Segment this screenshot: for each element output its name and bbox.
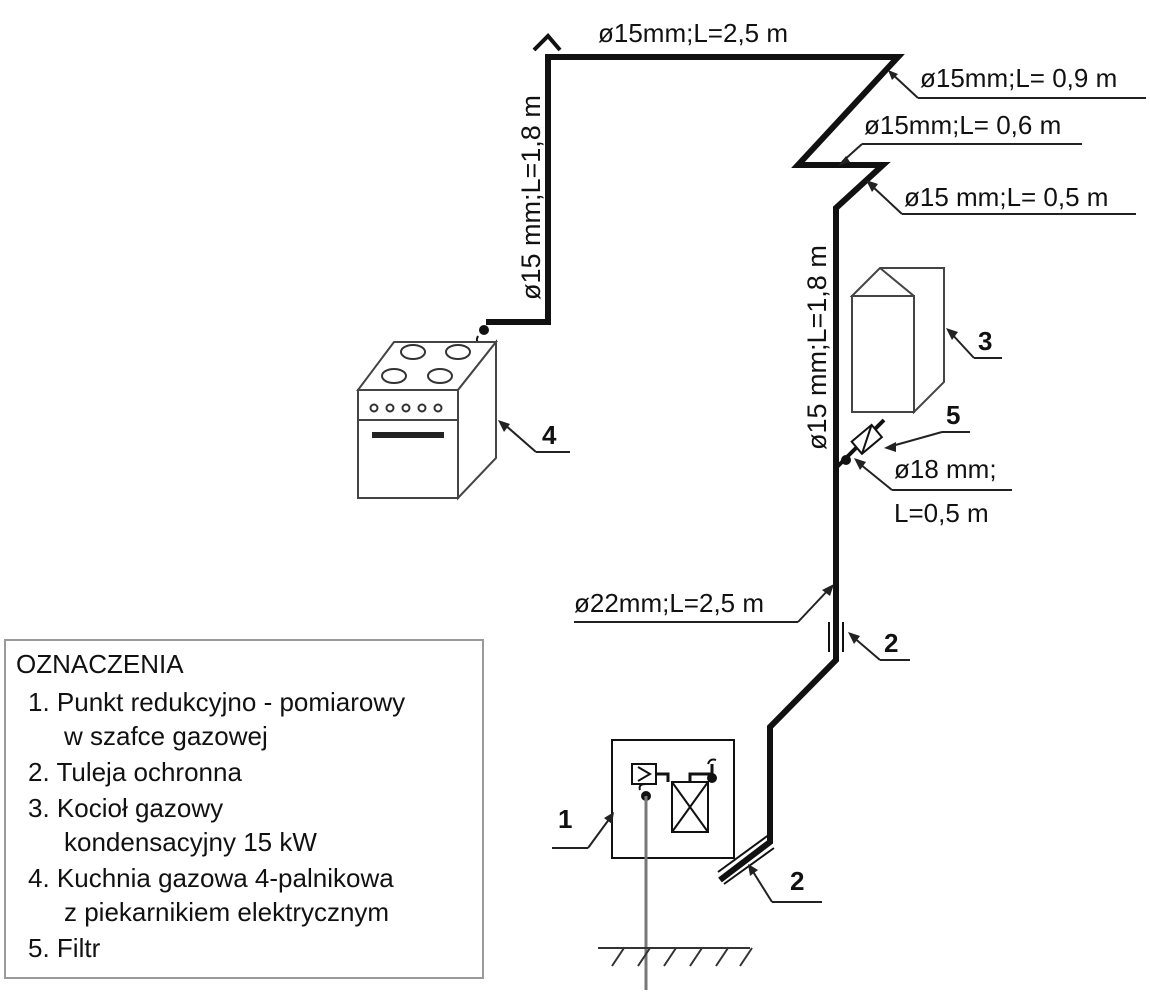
legend-item-4: 4. Kuchnia gazowa 4-palnikowa bbox=[28, 863, 394, 893]
pipe-end-arrow bbox=[532, 33, 562, 52]
legend-item-4-cont: z piekarnikiem elektrycznym bbox=[64, 897, 390, 927]
gas-stove bbox=[356, 339, 499, 501]
legend-item-1-cont: w szafce gazowej bbox=[64, 721, 268, 751]
stove-valve-icon bbox=[479, 325, 489, 335]
pipe-label-18-line2: L=0,5 m bbox=[894, 498, 989, 528]
pipe-label-top: ø15mm;L=2,5 m bbox=[598, 18, 788, 48]
gas-cabinet bbox=[611, 739, 735, 859]
legend-title: OZNACZENIA bbox=[16, 649, 184, 679]
pipe-label-0-5: ø15 mm;L= 0,5 m bbox=[904, 182, 1108, 212]
pipe-label-0-9: ø15mm;L= 0,9 m bbox=[920, 63, 1117, 93]
marker-1: 1 bbox=[558, 804, 572, 834]
filter-icon bbox=[850, 423, 884, 456]
marker-3: 3 bbox=[978, 326, 992, 356]
main-gas-pipe bbox=[486, 54, 905, 883]
legend-item-2: 2. Tuleja ochronna bbox=[28, 757, 242, 787]
legend-item-5: 5. Filtr bbox=[28, 933, 101, 963]
ground-symbol bbox=[598, 947, 753, 967]
marker-2-upper: 2 bbox=[884, 628, 898, 658]
pipe-label-left-vertical: ø15 mm;L=1,8 m bbox=[516, 95, 546, 300]
pipe-label-0-6: ø15mm;L= 0,6 m bbox=[864, 110, 1061, 140]
pipe-label-18-line1: ø18 mm; bbox=[894, 454, 997, 484]
protective-sleeve-1 bbox=[717, 833, 771, 873]
marker-4: 4 bbox=[542, 420, 557, 450]
gas-boiler bbox=[849, 267, 945, 415]
legend-box: OZNACZENIA 1. Punkt redukcyjno - pomiaro… bbox=[4, 639, 484, 979]
legend-item-1: 1. Punkt redukcyjno - pomiarowy bbox=[28, 687, 406, 717]
pipe-label-right-vertical: ø15 mm;L=1,8 m bbox=[802, 245, 832, 450]
pipe-label-22: ø22mm;L=2,5 m bbox=[574, 588, 764, 618]
legend-item-3-cont: kondensacyjny 15 kW bbox=[64, 827, 317, 857]
marker-2-lower: 2 bbox=[790, 866, 804, 896]
marker-5: 5 bbox=[946, 400, 960, 430]
boiler-valve-icon bbox=[841, 455, 851, 465]
legend-item-3: 3. Kocioł gazowy bbox=[28, 793, 224, 823]
